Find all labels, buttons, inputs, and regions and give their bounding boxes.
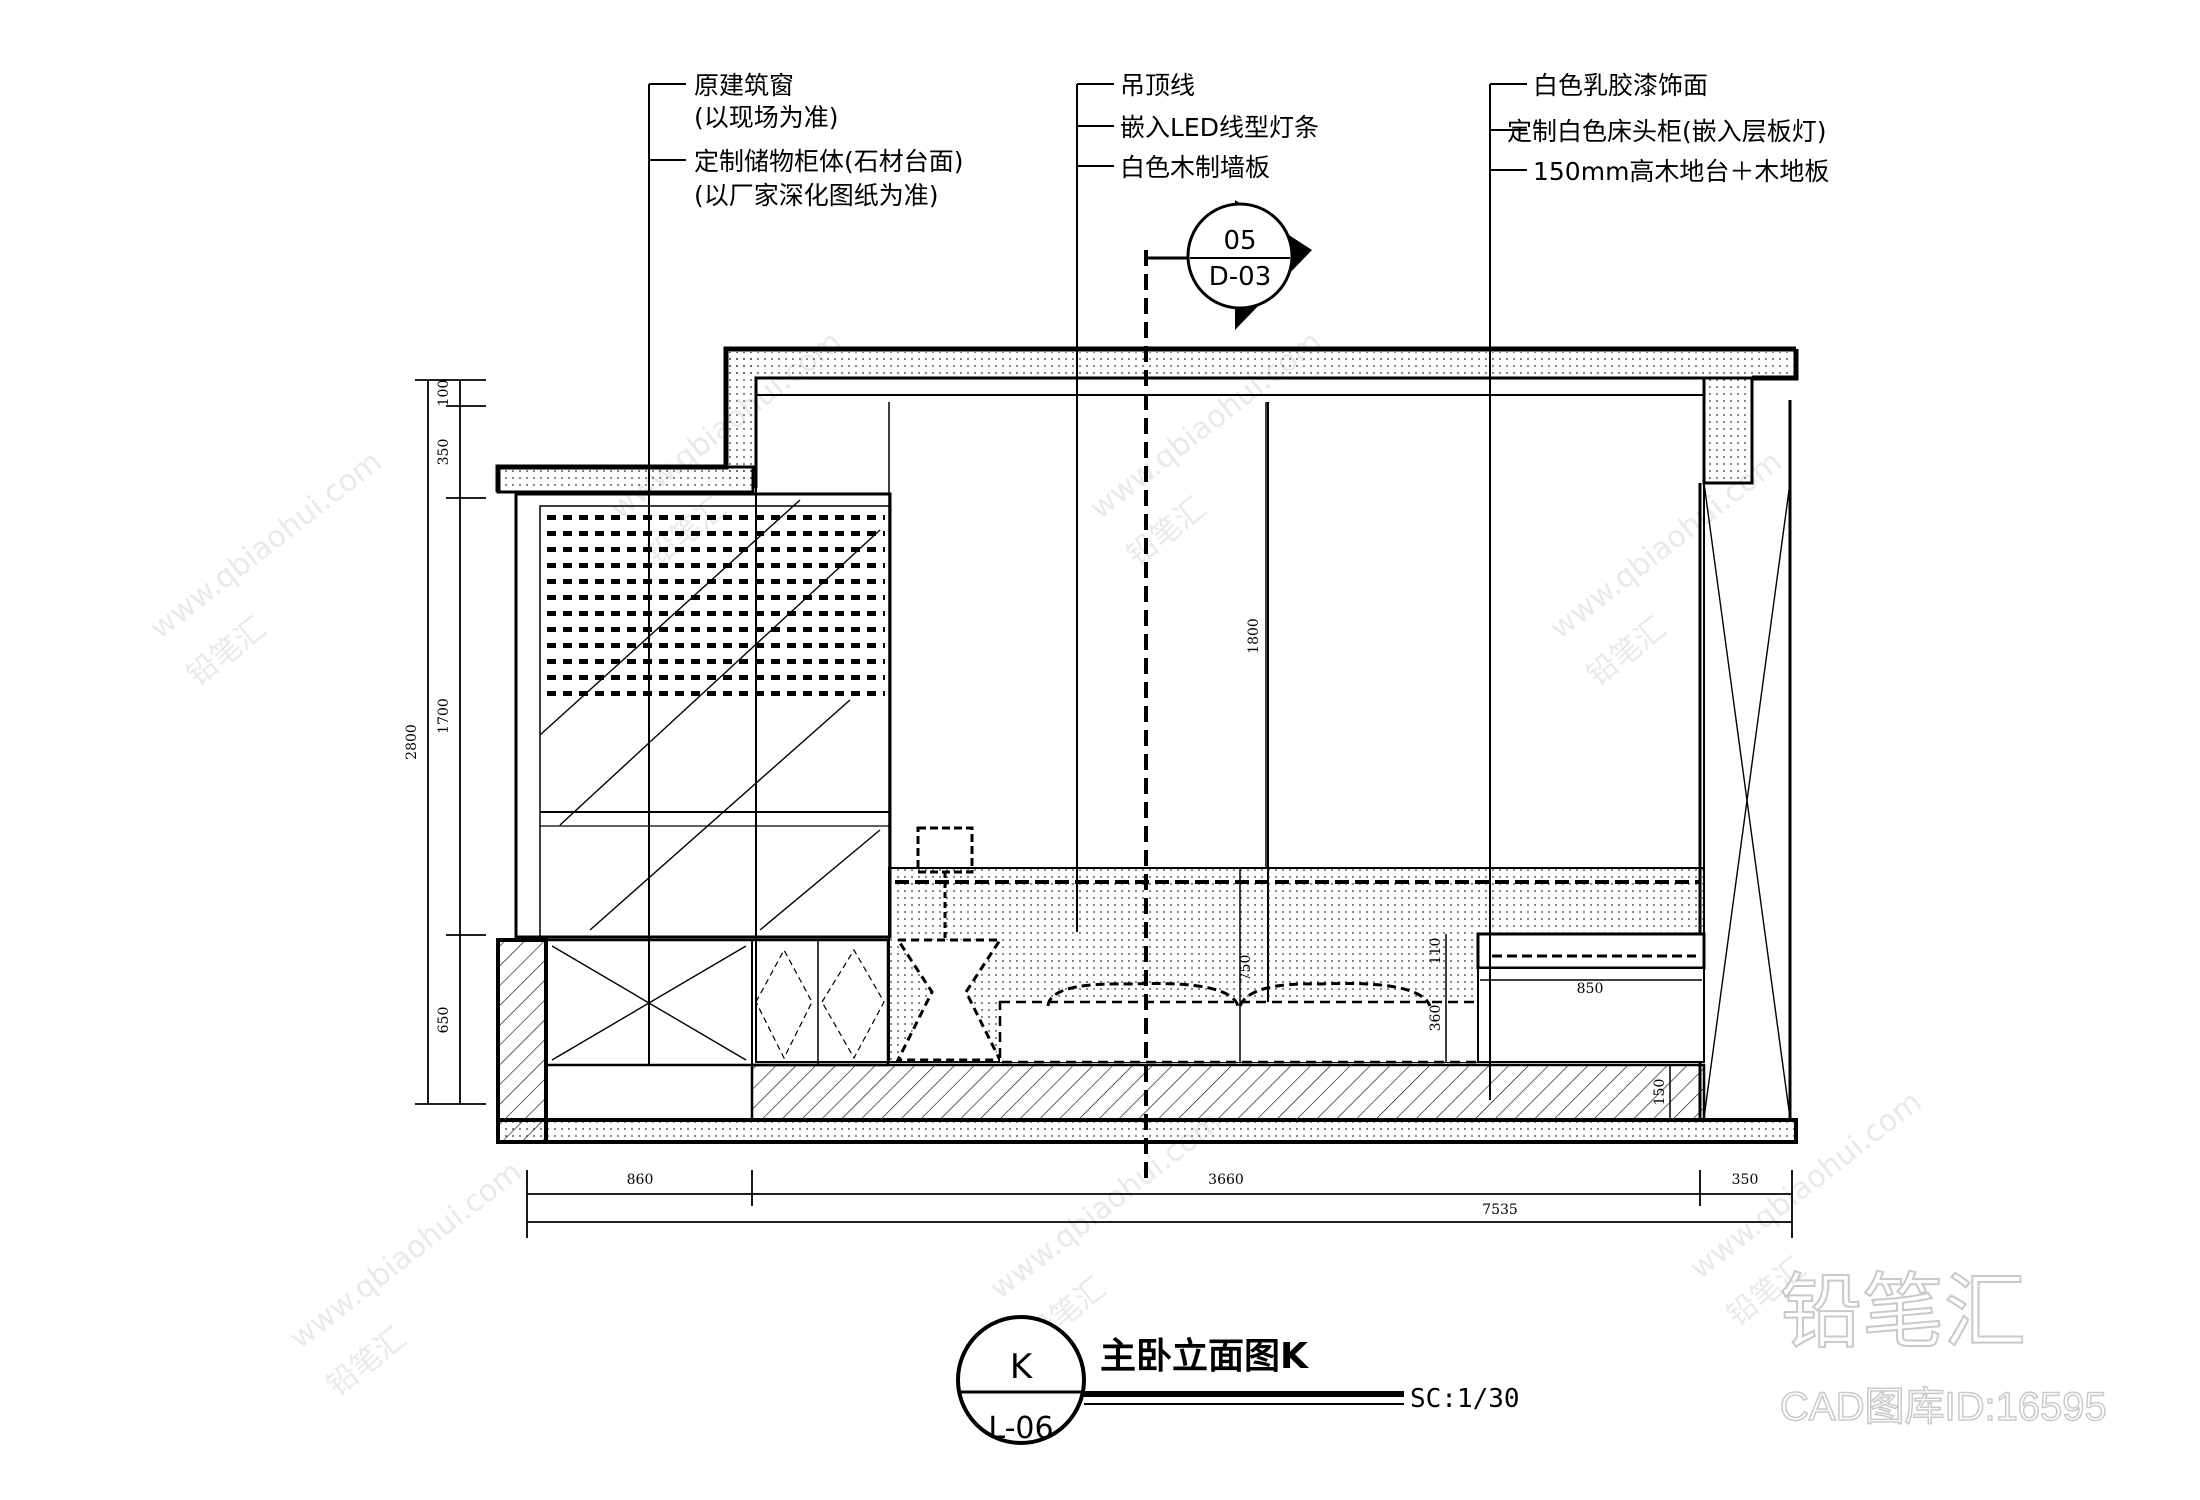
- callout-vendor-note: (以厂家深化图纸为准): [694, 181, 939, 210]
- ceiling-slab-hatch: [729, 352, 754, 482]
- bedside-lamp-shade: [916, 826, 974, 874]
- callouts: [648, 83, 1527, 1100]
- horizontal-dimensions: [526, 1170, 1793, 1238]
- dim-350: 350: [1732, 1172, 1759, 1188]
- callout-wood-platform: 150mm高木地台＋木地板: [1533, 157, 1829, 186]
- callout-storage-cabinet: 定制储物柜体(石材台面): [694, 147, 964, 176]
- pillow: [1046, 982, 1240, 1007]
- window-glass-reflection: [759, 829, 881, 931]
- dim-bed-750: 750: [1238, 955, 1254, 982]
- wardrobe-partial: [1703, 482, 1791, 1119]
- dim-total-2800: 2800: [404, 724, 420, 760]
- cabinet-door-swing: [755, 948, 813, 1060]
- dim-350: 350: [436, 439, 452, 466]
- dim-860: 860: [627, 1172, 654, 1188]
- drawing-tag-circle: [956, 1315, 1086, 1445]
- window-lintel: [496, 465, 755, 494]
- drawing-tag-sheet: L-06: [988, 1411, 1053, 1446]
- wardrobe-door-cross: [1703, 482, 1791, 1119]
- drawing-tag-letter: K: [1010, 1347, 1034, 1387]
- storage-cabinet-base: [544, 938, 890, 1067]
- nightstand: [1476, 932, 1706, 970]
- callout-nightstand: 定制白色床头柜(嵌入层板灯): [1507, 117, 1827, 146]
- callout-ceiling-line: 吊顶线: [1120, 71, 1195, 100]
- window-glass-reflection: [559, 529, 881, 826]
- callout-led-strip: 嵌入LED线型灯条: [1120, 113, 1319, 142]
- dim-nightstand-850: 850: [1577, 981, 1604, 997]
- cabinet-door-swing: [821, 948, 885, 1060]
- vertical-dimensions: [415, 379, 486, 1105]
- dim-top-100: 100: [436, 380, 452, 407]
- dim-650: 650: [436, 1007, 452, 1034]
- callout-original-window: 原建筑窗: [694, 71, 794, 100]
- drawing-scale: SC:1/30: [1410, 1384, 1520, 1414]
- section-marker-sheet: D-03: [1209, 262, 1272, 292]
- ceiling-slab-hatch: [729, 352, 1796, 376]
- room-structure: [495, 346, 1799, 1144]
- dim-nightstand-360: 360: [1428, 1005, 1444, 1032]
- section-marker-number: 05: [1223, 226, 1256, 256]
- watermark-url: www.qbiaohui.com: [1683, 1084, 1928, 1286]
- dim-3660: 3660: [1208, 1172, 1244, 1188]
- dim-panel-1800: 1800: [1246, 618, 1262, 654]
- watermark-logo: 铅笔汇 CAD图库ID:16595: [1779, 1264, 2108, 1430]
- dim-platform-150: 150: [1652, 1079, 1668, 1106]
- drawing-title: 主卧立面图K: [1100, 1336, 1309, 1377]
- nightstand-body: [1477, 967, 1705, 1063]
- wood-platform: [750, 1063, 1706, 1122]
- callout-site-note: (以现场为准): [694, 103, 839, 132]
- dim-1700: 1700: [436, 698, 452, 734]
- watermark-url: www.qbiaohui.com: [283, 1154, 528, 1356]
- section-marker: 05 D-03: [1186, 200, 1312, 330]
- callout-wood-panel: 白色木制墙板: [1120, 153, 1270, 182]
- bed-wall: [750, 394, 1706, 1122]
- watermark-catalog-id: CAD图库ID:16595: [1780, 1385, 2107, 1429]
- title-block: K L-06 主卧立面图K SC:1/30: [956, 1315, 1520, 1446]
- window-frame-inner: [539, 505, 891, 938]
- callout-latex-paint: 白色乳胶漆饰面: [1533, 71, 1708, 100]
- right-column-outline: [1752, 349, 1799, 381]
- pillow: [1238, 982, 1432, 1007]
- interior-dimensions: [1239, 402, 1702, 1120]
- dim-total-7535: 7535: [1482, 1202, 1518, 1218]
- window-blind-grille: [545, 508, 885, 703]
- watermark-url: www.qbiaohui.com: [143, 444, 388, 646]
- left-base-wall: [496, 938, 548, 1144]
- watermark-logo-text: 铅笔汇: [1780, 1265, 2026, 1360]
- window-cabinet: [514, 492, 892, 1067]
- dim-nightstand-110: 110: [1428, 938, 1444, 965]
- window-glass-reflection: [589, 699, 851, 931]
- right-column: [1702, 376, 1754, 485]
- section-marker-circle: [1186, 202, 1294, 310]
- watermark-layer: www.qbiaohui.com 铅笔汇 www.qbiaohui.com 铅笔…: [143, 324, 1928, 1403]
